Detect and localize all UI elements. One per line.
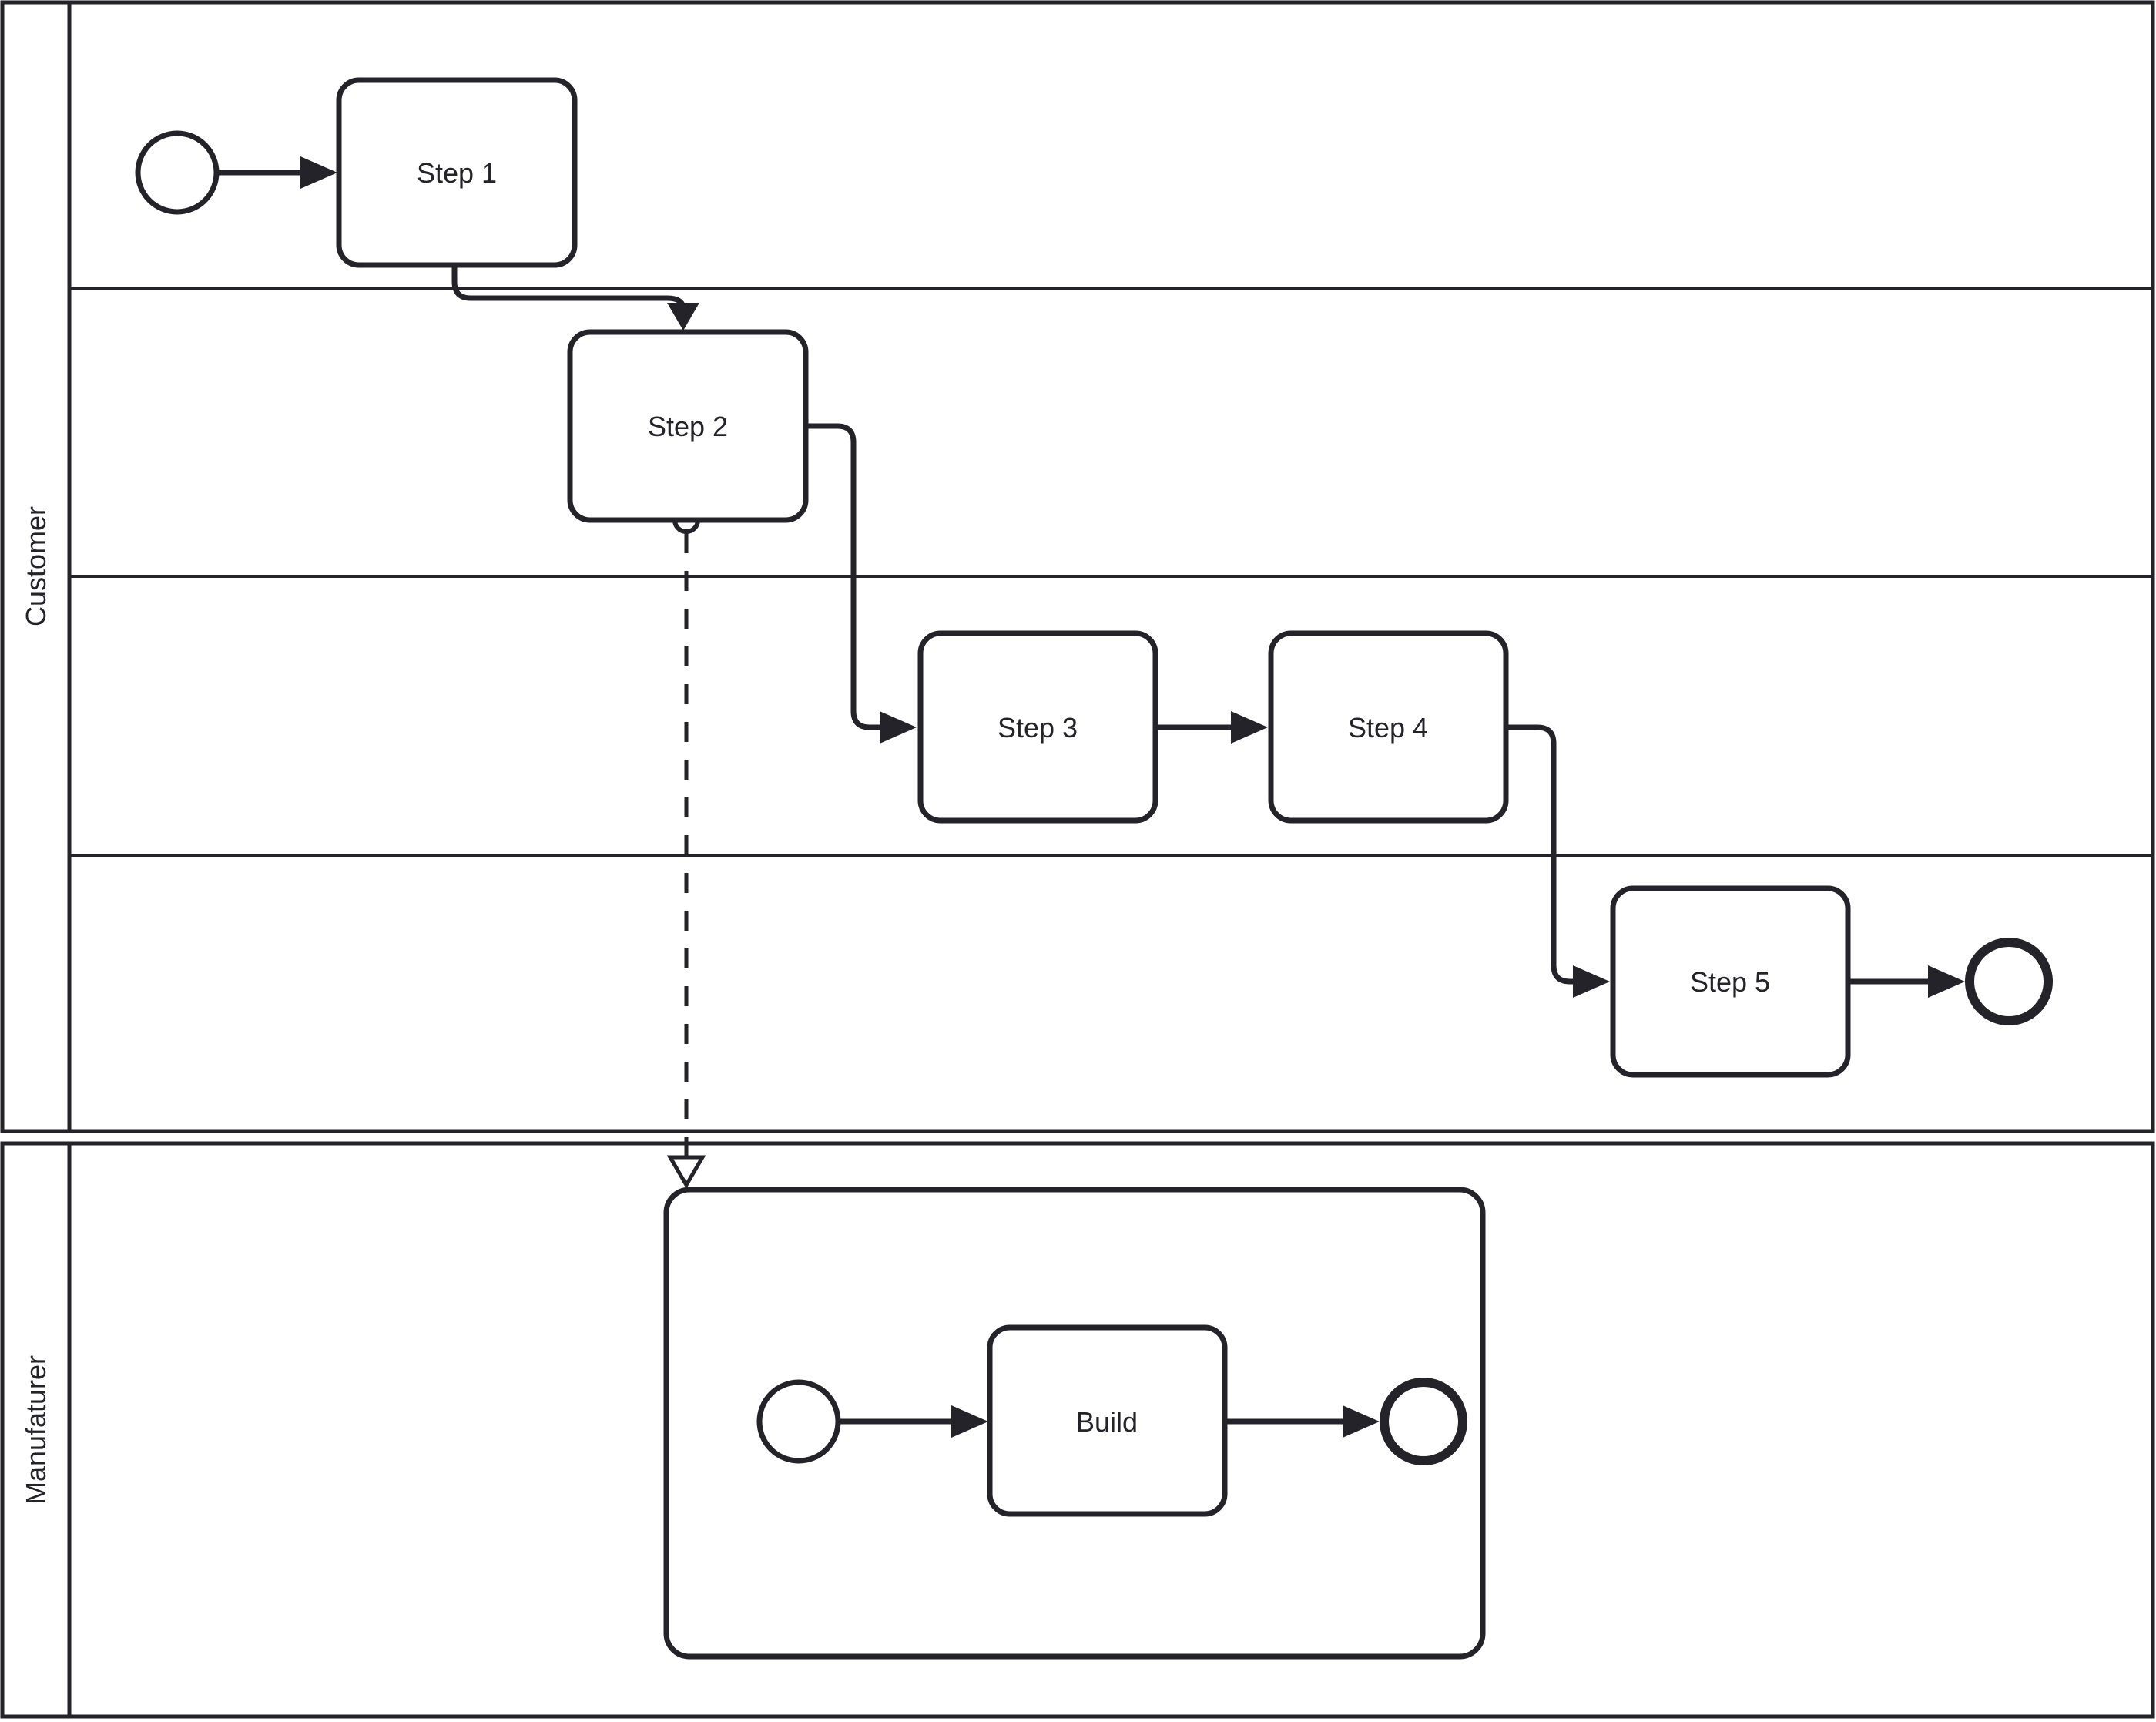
- flow-step4-to-step5[interactable]: [1506, 724, 1576, 985]
- flow-step2-to-step3[interactable]: [806, 423, 881, 730]
- arrowhead-icon: [1573, 965, 1610, 998]
- task-step3-label: Step 3: [998, 712, 1078, 744]
- sequence-flows: [219, 156, 1965, 998]
- manufacturer-pool[interactable]: Manufaturer: [0, 1141, 2155, 1719]
- customer-end-event[interactable]: [1965, 938, 2053, 1025]
- manufacturer-pool-label: Manufaturer: [20, 1355, 52, 1505]
- task-step1[interactable]: Step 1: [336, 77, 578, 268]
- subprocess-border[interactable]: [663, 1187, 1486, 1660]
- arrowhead-icon: [1343, 1405, 1380, 1438]
- task-step4-label: Step 4: [1348, 712, 1428, 744]
- manufacturer-subprocess[interactable]: Build: [663, 1187, 1486, 1660]
- arrowhead-icon: [951, 1405, 988, 1438]
- task-step5-label: Step 5: [1690, 966, 1770, 998]
- customer-pool-label: Customer: [20, 506, 52, 626]
- task-build-label: Build: [1076, 1406, 1138, 1438]
- customer-pool[interactable]: Customer: [0, 0, 2155, 1133]
- arrowhead-icon: [300, 156, 337, 189]
- task-build[interactable]: Build: [987, 1324, 1228, 1517]
- manufacturer-start-event[interactable]: [756, 1379, 841, 1464]
- task-step2[interactable]: Step 2: [567, 329, 809, 523]
- arrowhead-icon: [667, 303, 699, 331]
- message-flow-open-arrowhead-icon: [666, 1155, 706, 1189]
- arrowhead-icon: [1231, 711, 1268, 744]
- task-step5[interactable]: Step 5: [1610, 885, 1851, 1078]
- manufacturer-end-event[interactable]: [1380, 1378, 1467, 1465]
- task-step4[interactable]: Step 4: [1268, 630, 1509, 824]
- arrowhead-icon: [880, 711, 917, 744]
- task-step1-label: Step 1: [417, 157, 497, 189]
- message-flow-step2-to-subprocess[interactable]: [666, 506, 706, 1189]
- task-step3[interactable]: Step 3: [917, 630, 1158, 824]
- customer-pool-border[interactable]: [0, 0, 2155, 1133]
- arrowhead-icon: [1928, 965, 1965, 998]
- task-step2-label: Step 2: [648, 411, 728, 442]
- manufacturer-pool-border[interactable]: [0, 1141, 2155, 1719]
- customer-start-event[interactable]: [135, 130, 220, 215]
